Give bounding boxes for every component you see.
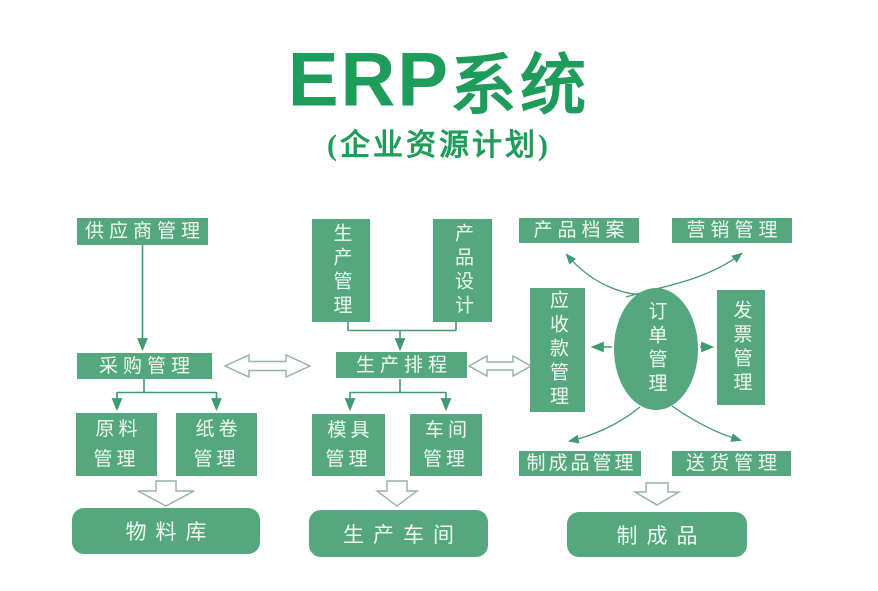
double-arrow-scheduling-receivables [467,354,533,378]
title-erp: ERP [287,37,451,123]
merge-to-scheduling [347,322,457,352]
node-finished-goods-management: 制成品管理 [519,451,641,476]
node-marketing-management: 营销管理 [672,218,792,243]
node-order-management: 订单管理 [614,288,698,410]
arrow-order-to-delivery [671,405,743,442]
block-arrow-to-material-store [137,480,195,507]
node-mold-management: 模具管理 [312,414,385,476]
node-raw-material-management: 原料管理 [76,413,157,476]
node-purchasing-management: 采购管理 [77,353,212,379]
node-production-scheduling: 生产排程 [336,352,467,378]
page-subtitle: (企业资源计划) [327,129,551,162]
block-arrow-to-finished-goods [632,482,682,506]
node-receivables-management: 应收款管理 [530,288,585,412]
node-invoice-management: 发票管理 [717,290,765,405]
branch-scheduling-to-shops [344,379,452,412]
node-finished-goods: 制成品 [567,512,747,557]
block-arrow-to-production-workshop [374,480,420,507]
node-material-store: 物料库 [72,508,260,554]
node-supplier-management: 供应商管理 [77,218,208,245]
node-product-archive: 产品档案 [519,218,639,243]
node-delivery-management: 送货管理 [672,451,791,476]
node-production-workshop: 生产车间 [309,510,488,557]
node-workshop-management: 车间管理 [410,414,482,476]
double-arrow-purchasing-scheduling [223,353,312,379]
page-title: ERP系统 [0,32,878,128]
node-paper-roll-management: 纸卷管理 [176,413,257,476]
title-system: 系统 [450,50,591,123]
node-product-design: 产品设计 [433,219,492,322]
arrow-order-to-finished-goods-mgmt [567,406,641,444]
branch-purchasing-to-materials [111,379,222,412]
node-production-management: 生产管理 [312,219,370,322]
